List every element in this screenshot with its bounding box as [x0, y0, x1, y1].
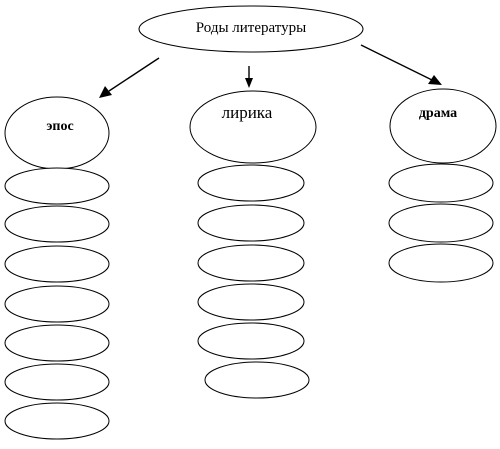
lirika-blank-5 [197, 322, 305, 360]
connectors [99, 44, 442, 98]
arrow-to-epos [99, 57, 160, 98]
root-label: Роды литературы [196, 20, 306, 36]
drama-blank-2 [388, 203, 494, 243]
lirika-blank-6 [204, 361, 310, 399]
epos-label: эпос [46, 119, 73, 134]
epos-blank-7 [4, 402, 110, 440]
epos-blank-4 [4, 285, 110, 323]
lirika-blank-3 [197, 244, 305, 282]
lirika-blank-4 [197, 283, 305, 321]
lirika-blank-1 [197, 164, 305, 202]
arrow-to-drama [360, 44, 442, 85]
arrow-to-lirika [245, 66, 253, 88]
branch-lirika: лирика [189, 90, 317, 399]
drama-head-ellipse [389, 88, 497, 164]
drama-label: драма [419, 106, 457, 121]
root-ellipse [138, 5, 364, 53]
branch-drama: драма [388, 88, 497, 283]
lirika-label: лирика [222, 103, 273, 122]
epos-blank-1 [4, 167, 110, 205]
epos-blank-3 [4, 245, 110, 283]
drama-blank-3 [388, 243, 494, 283]
branch-epos: эпос [4, 96, 110, 440]
epos-blank-6 [4, 363, 110, 401]
root-node: Роды литературы [138, 5, 364, 53]
epos-blank-5 [4, 324, 110, 362]
lirika-blank-2 [197, 204, 305, 242]
lirika-head-ellipse [189, 90, 317, 164]
drama-blank-1 [388, 163, 494, 203]
epos-blank-2 [4, 205, 110, 243]
